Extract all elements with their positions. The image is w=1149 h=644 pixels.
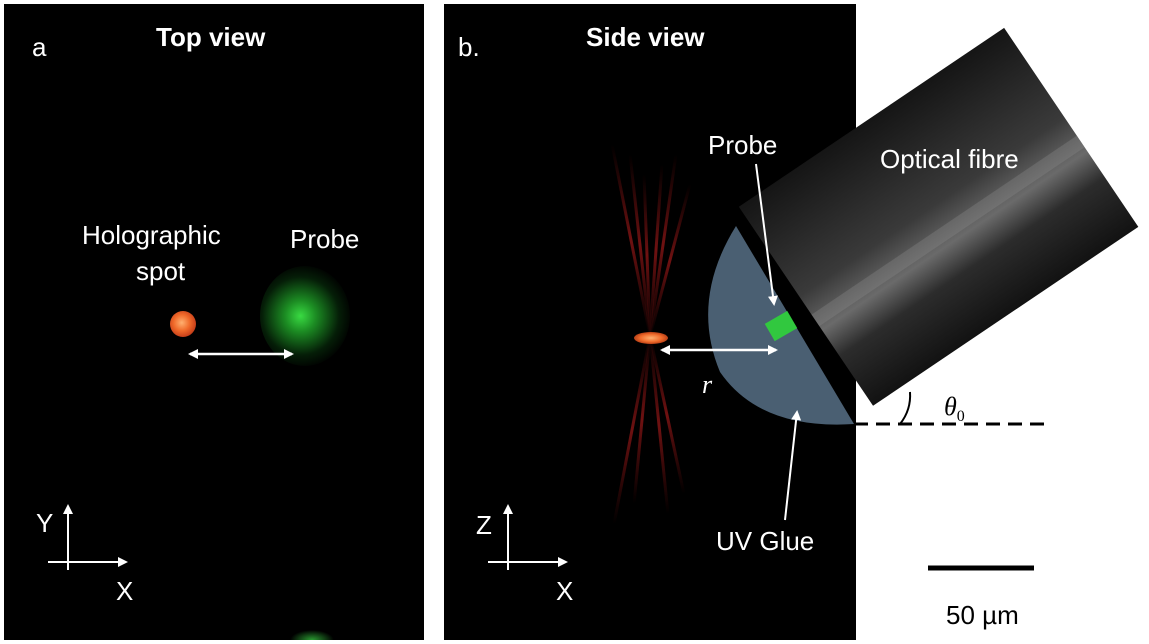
red-light-cone (610, 143, 692, 525)
angle-label: θ0 (944, 392, 965, 426)
distance-label: r (702, 370, 713, 399)
panel-side-view: b. Side view Z X (444, 4, 856, 640)
holographic-spot-top (170, 311, 196, 337)
panel-b-letter: b. (458, 32, 480, 62)
probe-side (764, 310, 798, 342)
axis-y-label: Y (36, 508, 54, 538)
panel-a-letter: a (32, 32, 47, 62)
panel-b-axes (488, 504, 568, 570)
probe-pointer-arrow (755, 163, 778, 306)
glue-label: UV Glue (716, 526, 815, 556)
axis-x-label-a: X (116, 576, 134, 606)
axis-x-label-b: X (556, 576, 574, 606)
fibre-label: Optical fibre (880, 144, 1019, 174)
holographic-spot-side (634, 332, 668, 344)
probe-label-side: Probe (708, 130, 778, 160)
probe-label-top: Probe (290, 224, 360, 254)
angle-symbol: θ (944, 392, 957, 421)
panel-a-title: Top view (156, 22, 266, 52)
optical-fibre (738, 27, 1139, 406)
panel-b-title: Side view (586, 22, 705, 52)
angle-subscript: 0 (956, 408, 965, 426)
probe-glow-edge (290, 630, 334, 640)
glue-pointer-arrow (784, 410, 802, 521)
scale-bar-label: 50 µm (946, 600, 1019, 630)
spot-label-line2: spot (136, 256, 186, 286)
axis-z-label: Z (476, 510, 492, 540)
spot-label-line1: Holographic (82, 220, 221, 250)
panel-top-view: a Top view Holographic spot Probe Y X (4, 4, 424, 640)
panel-a-graphics (48, 349, 294, 570)
angle-arc (899, 391, 912, 425)
